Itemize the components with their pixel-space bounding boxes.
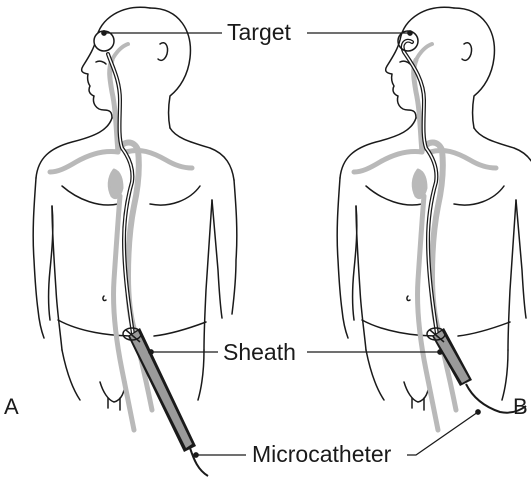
panel-a-label: A — [4, 394, 19, 419]
sheath-label: Sheath — [223, 339, 296, 365]
panel-b-label: B — [513, 394, 528, 419]
microcatheter-label: Microcatheter — [252, 441, 392, 467]
figure-a — [32, 6, 238, 477]
leader-lines — [101, 30, 481, 458]
target-label: Target — [227, 19, 291, 45]
figure-b — [336, 6, 531, 430]
